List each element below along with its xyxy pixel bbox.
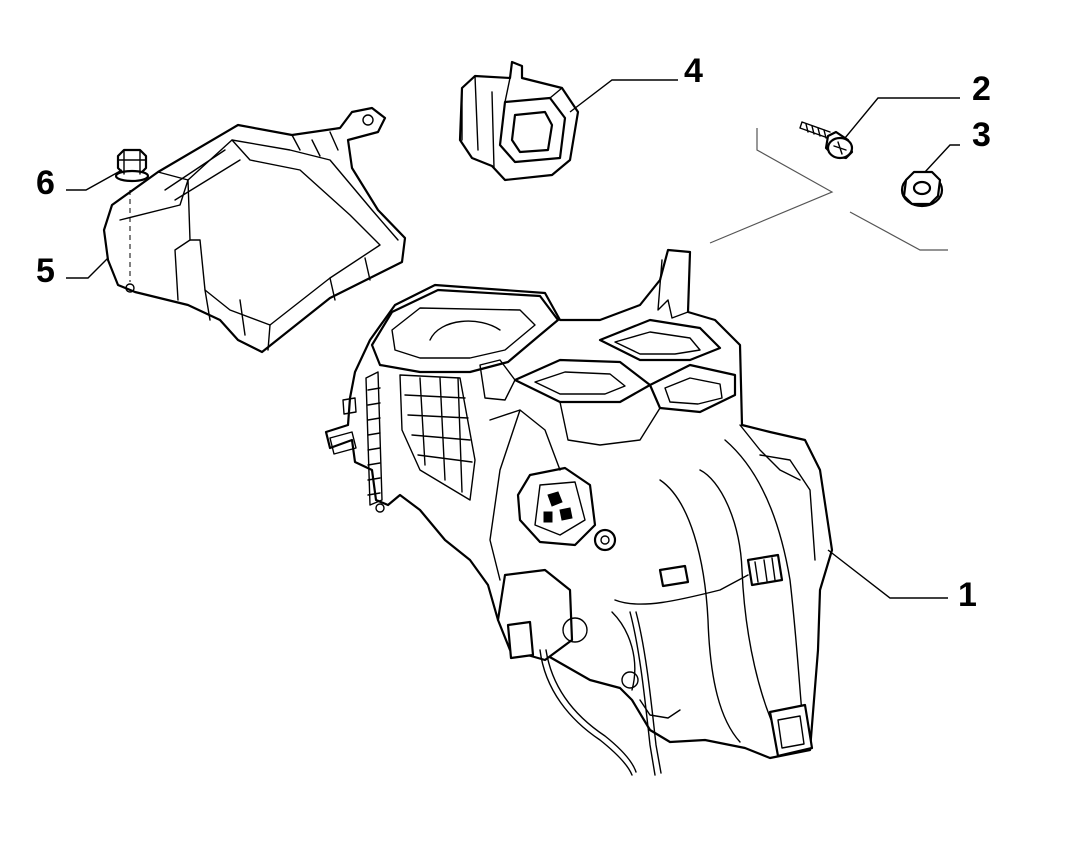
callout-4: 4 — [684, 52, 703, 90]
part-5-cover — [102, 106, 407, 354]
part-6-nut — [114, 148, 150, 183]
leader-6 — [66, 169, 123, 191]
part-2-screw — [799, 121, 854, 160]
part-4-duct-adapter — [458, 60, 580, 182]
callout-2: 2 — [972, 70, 991, 108]
callout-5: 5 — [36, 252, 55, 290]
callout-leaders — [66, 79, 960, 599]
leader-2 — [844, 97, 960, 139]
leader-3 — [924, 144, 960, 173]
callout-3: 3 — [972, 116, 991, 154]
callout-6: 6 — [36, 164, 55, 202]
part-1-hvac-housing — [324, 248, 834, 776]
assembly-reference-lines — [709, 128, 948, 251]
part-3-flange-nut — [900, 170, 944, 208]
callout-1: 1 — [958, 576, 977, 614]
leader-4 — [569, 79, 678, 113]
leader-1 — [827, 549, 948, 599]
leader-5 — [66, 257, 109, 279]
